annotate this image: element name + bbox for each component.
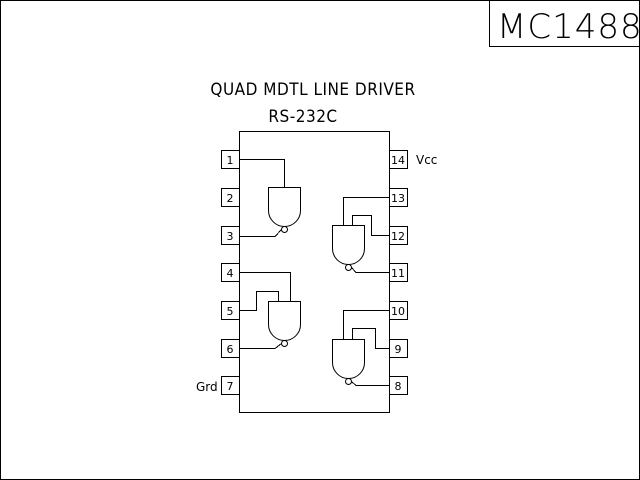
pin-box-13: [389, 188, 408, 207]
pin-box-4: [221, 263, 240, 282]
pin-box-7: [221, 376, 240, 395]
gate-3: [332, 197, 389, 273]
wire: [351, 381, 389, 386]
nand-gate-symbol: [332, 225, 365, 265]
wire: [240, 291, 279, 311]
inverter-bubble: [345, 264, 352, 271]
chip-subtitle: RS-232C: [268, 107, 337, 127]
inverter-bubble: [281, 340, 288, 347]
pin-box-1: [221, 150, 240, 169]
wire: [240, 159, 285, 187]
vcc-label: Vcc: [416, 153, 437, 167]
inverter-bubble: [345, 378, 352, 385]
pin-number: 14: [391, 154, 405, 167]
wire: [240, 272, 291, 301]
pin-number: 6: [227, 343, 234, 356]
right-pins: 14 13 12 11 10 9 8: [389, 150, 408, 395]
pin-box-11: [389, 263, 408, 282]
pin-number: 2: [227, 192, 234, 205]
pin-box-6: [221, 339, 240, 358]
wire: [343, 310, 389, 339]
pin-number: 5: [227, 305, 234, 318]
wire: [352, 328, 389, 349]
nand-gate-symbol: [332, 339, 365, 379]
gnd-label: Grd: [196, 380, 218, 394]
left-pins: 1 2 3 4 5 6 7: [221, 150, 240, 395]
nand-gate-symbol: [268, 301, 301, 341]
pin-number: 3: [227, 230, 234, 243]
pin-number: 11: [391, 267, 405, 280]
wire: [352, 215, 389, 236]
nand-gate-symbol: [268, 187, 301, 227]
pin-number: 8: [395, 380, 402, 393]
wire: [351, 267, 389, 273]
wire: [240, 343, 282, 349]
pin-box-10: [389, 301, 408, 320]
pin-number: 1: [227, 154, 234, 167]
pin-number: 4: [227, 267, 234, 280]
pin-box-8: [389, 376, 408, 395]
inverter-bubble: [281, 226, 288, 233]
pin-box-14: [389, 150, 408, 169]
pin-box-3: [221, 226, 240, 245]
pin-number: 12: [391, 230, 405, 243]
part-number: MC1488: [497, 7, 640, 47]
pin-number: 13: [391, 192, 405, 205]
pin-box-12: [389, 226, 408, 245]
pin-number: 9: [395, 343, 402, 356]
wire: [343, 197, 389, 225]
gate-1: [240, 159, 301, 237]
pin-box-9: [389, 339, 408, 358]
chip-title: QUAD MDTL LINE DRIVER: [210, 80, 415, 100]
gate-4: [332, 310, 389, 386]
pin-box-5: [221, 301, 240, 320]
pin-number: 7: [227, 380, 234, 393]
pin-number: 10: [391, 305, 405, 318]
wire: [240, 229, 282, 237]
pin-box-2: [221, 188, 240, 207]
gate-2: [240, 272, 301, 349]
